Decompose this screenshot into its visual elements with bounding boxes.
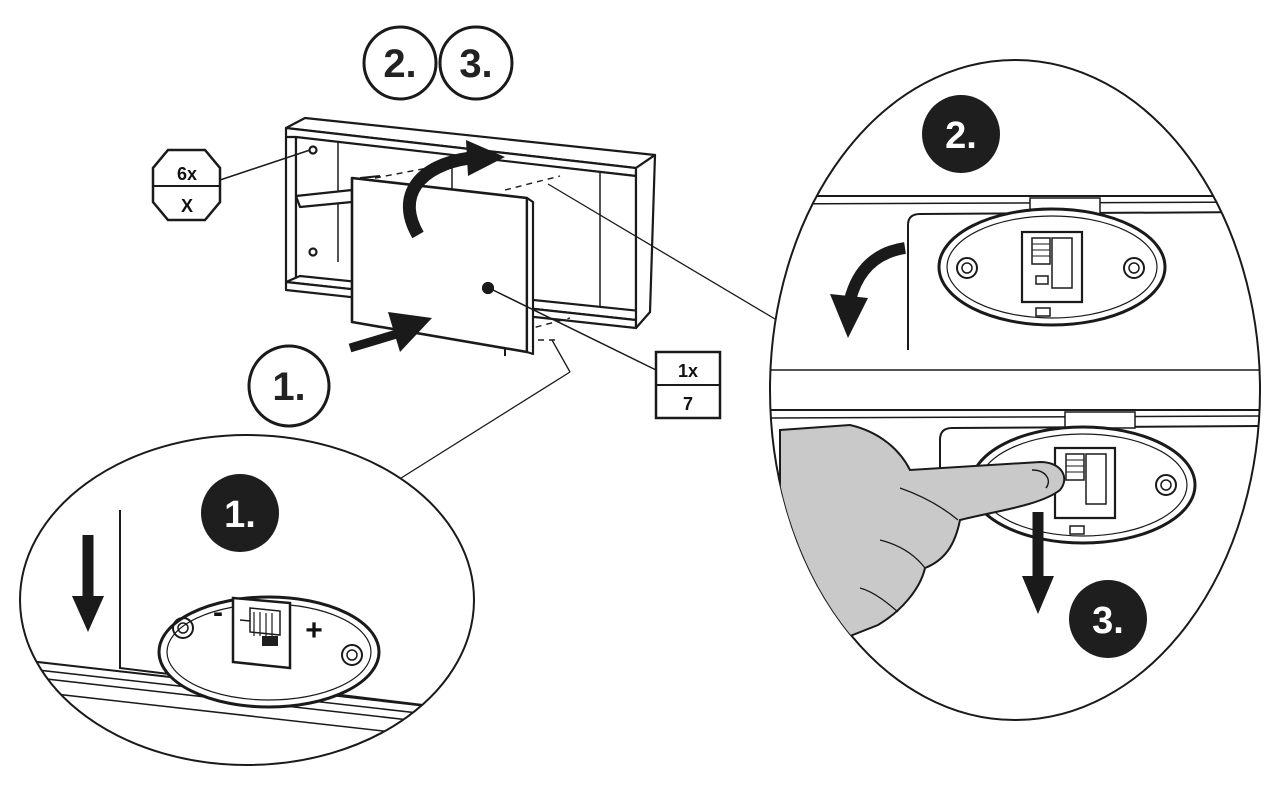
detail-right-step3-circle (1069, 580, 1147, 658)
adjust-minus-sign: - (213, 596, 223, 629)
main-step-circle-1 (247, 344, 331, 428)
detail-left-step-circle (201, 474, 279, 552)
top-step-circle-3 (438, 25, 514, 101)
hinge-plate-icon (969, 411, 1197, 545)
hinge-badge-count: 6x (177, 164, 197, 184)
tool-badge-count: 1x (678, 361, 698, 381)
hinge-badge-part: X (181, 196, 193, 216)
cabinet-door (350, 176, 529, 354)
arrow-icon (72, 535, 104, 632)
detail-view-right: 2. (769, 59, 1261, 721)
top-step-label-3: 3. (459, 42, 492, 86)
detail-right-step3-label: 3. (1092, 600, 1124, 642)
hinge-badge: 6x X (151, 148, 222, 222)
cabinet (284, 116, 657, 356)
detail-left-step-label: 1. (224, 494, 256, 536)
tool-badge: 1x 7 (654, 350, 722, 420)
top-step-markers: 2. 3. (362, 25, 514, 101)
detail-right-step2-label: 2. (945, 115, 977, 157)
main-step-label-1: 1. (272, 365, 305, 409)
adjust-plus-sign: + (305, 614, 323, 647)
top-step-circle-2 (362, 25, 438, 101)
cabinet-left-side (284, 135, 298, 289)
hinge-plate-icon (937, 197, 1167, 327)
arrow-icon (830, 242, 907, 338)
arrow-icon (348, 312, 432, 353)
tool-badge-part: 7 (683, 394, 693, 414)
door-knob-dot (481, 281, 495, 295)
detail-right-step2-circle (922, 95, 1000, 173)
arrow-icon (1022, 512, 1054, 614)
detail-view-left: 1. - + (19, 434, 475, 766)
hand-icon (779, 423, 1066, 652)
top-step-label-2: 2. (383, 42, 416, 86)
arrow-icon (402, 140, 505, 239)
hinge-plate-icon (157, 595, 381, 709)
